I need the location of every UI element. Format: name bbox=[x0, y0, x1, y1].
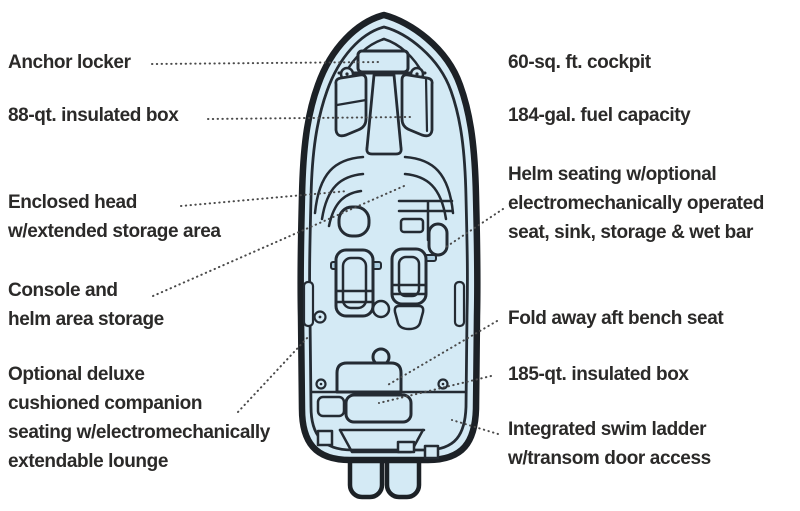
aft-port-box bbox=[316, 395, 346, 418]
console-sink bbox=[399, 217, 425, 234]
bow-seat-port bbox=[334, 73, 368, 138]
leader-lines bbox=[151, 61, 504, 435]
hull-inner-rim bbox=[308, 25, 469, 452]
leader-insulated-box-88qt bbox=[207, 116, 411, 120]
insulated-box-aft bbox=[344, 393, 413, 424]
head-seat bbox=[337, 205, 371, 238]
helm-seat-box bbox=[390, 247, 428, 331]
callout-cockpit: 60-sq. ft. cockpit bbox=[508, 52, 651, 73]
deck-drain bbox=[371, 299, 391, 319]
companion-seat-box bbox=[334, 248, 375, 318]
callout-companion-seating: Optional deluxe cushioned companion seat… bbox=[8, 364, 270, 472]
gunwale-pockets bbox=[302, 280, 466, 328]
leader-companion-seating bbox=[237, 335, 310, 413]
leader-anchor-locker bbox=[151, 61, 382, 65]
bow-seat-starboard bbox=[400, 73, 434, 138]
leader-helm-seating bbox=[445, 208, 504, 248]
callout-enclosed-head: Enclosed head w/extended storage area bbox=[8, 192, 221, 242]
transom-door-step bbox=[423, 444, 440, 460]
callout-insulated-box-185qt: 185-qt. insulated box bbox=[508, 364, 689, 385]
callout-anchor-locker: Anchor locker bbox=[8, 52, 131, 73]
leader-enclosed-head bbox=[180, 190, 349, 207]
callout-insulated-box-88qt: 88-qt. insulated box bbox=[8, 105, 179, 126]
anchor-locker bbox=[356, 49, 410, 74]
aft-bench-seat bbox=[335, 361, 403, 394]
callout-swim-ladder: Integrated swim ladder w/transom door ac… bbox=[508, 419, 711, 469]
leader-swim-ladder bbox=[451, 419, 499, 435]
bow-walkway bbox=[365, 73, 403, 156]
cup-holder-circles bbox=[313, 310, 449, 390]
helm-jump-seat bbox=[427, 222, 449, 257]
lounge-curves-port bbox=[313, 155, 365, 228]
leader-insulated-box-185qt bbox=[378, 375, 492, 404]
swim-platform bbox=[316, 428, 440, 460]
callout-helm-seating: Helm seating w/optional electromechanica… bbox=[508, 164, 764, 243]
callout-fuel-capacity: 184-gal. fuel capacity bbox=[508, 105, 691, 126]
callout-console-storage: Console and helm area storage bbox=[8, 280, 164, 330]
callout-aft-bench-seat: Fold away aft bench seat bbox=[508, 308, 724, 329]
